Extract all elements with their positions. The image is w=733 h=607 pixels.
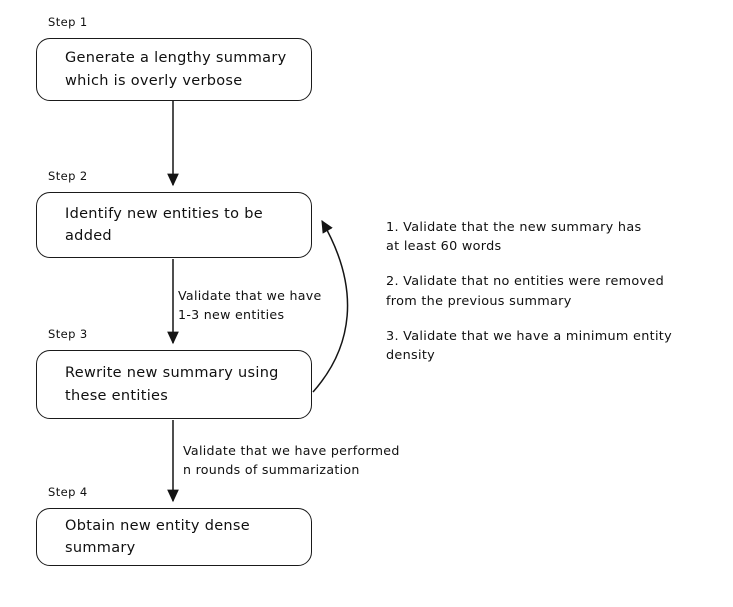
step-label-3: Step 3 [48, 327, 88, 341]
validation-note-3: 3. Validate that we have a minimum entit… [386, 328, 672, 363]
validation-notes-list: 1. Validate that the new summary has at … [386, 218, 716, 365]
node-step-3-text: Rewrite new summary using these entities [65, 365, 279, 404]
node-step-1[interactable]: Generate a lengthy summary which is over… [36, 38, 312, 101]
node-step-3[interactable]: Rewrite new summary using these entities [36, 350, 312, 419]
node-step-2[interactable]: Identify new entities to be added [36, 192, 312, 258]
step-label-4: Step 4 [48, 485, 88, 499]
step-label-1: Step 1 [48, 15, 88, 29]
edge-label-step2-step3: Validate that we have 1-3 new entities [178, 288, 322, 322]
validation-note-1: 1. Validate that the new summary has at … [386, 220, 642, 255]
node-step-1-text: Generate a lengthy summary which is over… [65, 50, 287, 89]
validation-note-2: 2. Validate that no entities were remove… [386, 274, 664, 309]
node-step-2-text: Identify new entities to be added [65, 205, 263, 244]
step-label-2: Step 2 [48, 169, 88, 183]
node-step-4-text: Obtain new entity dense summary [65, 517, 250, 556]
node-step-4[interactable]: Obtain new entity dense summary [36, 508, 312, 566]
edge-label-step3-step4: Validate that we have performed n rounds… [183, 443, 400, 477]
